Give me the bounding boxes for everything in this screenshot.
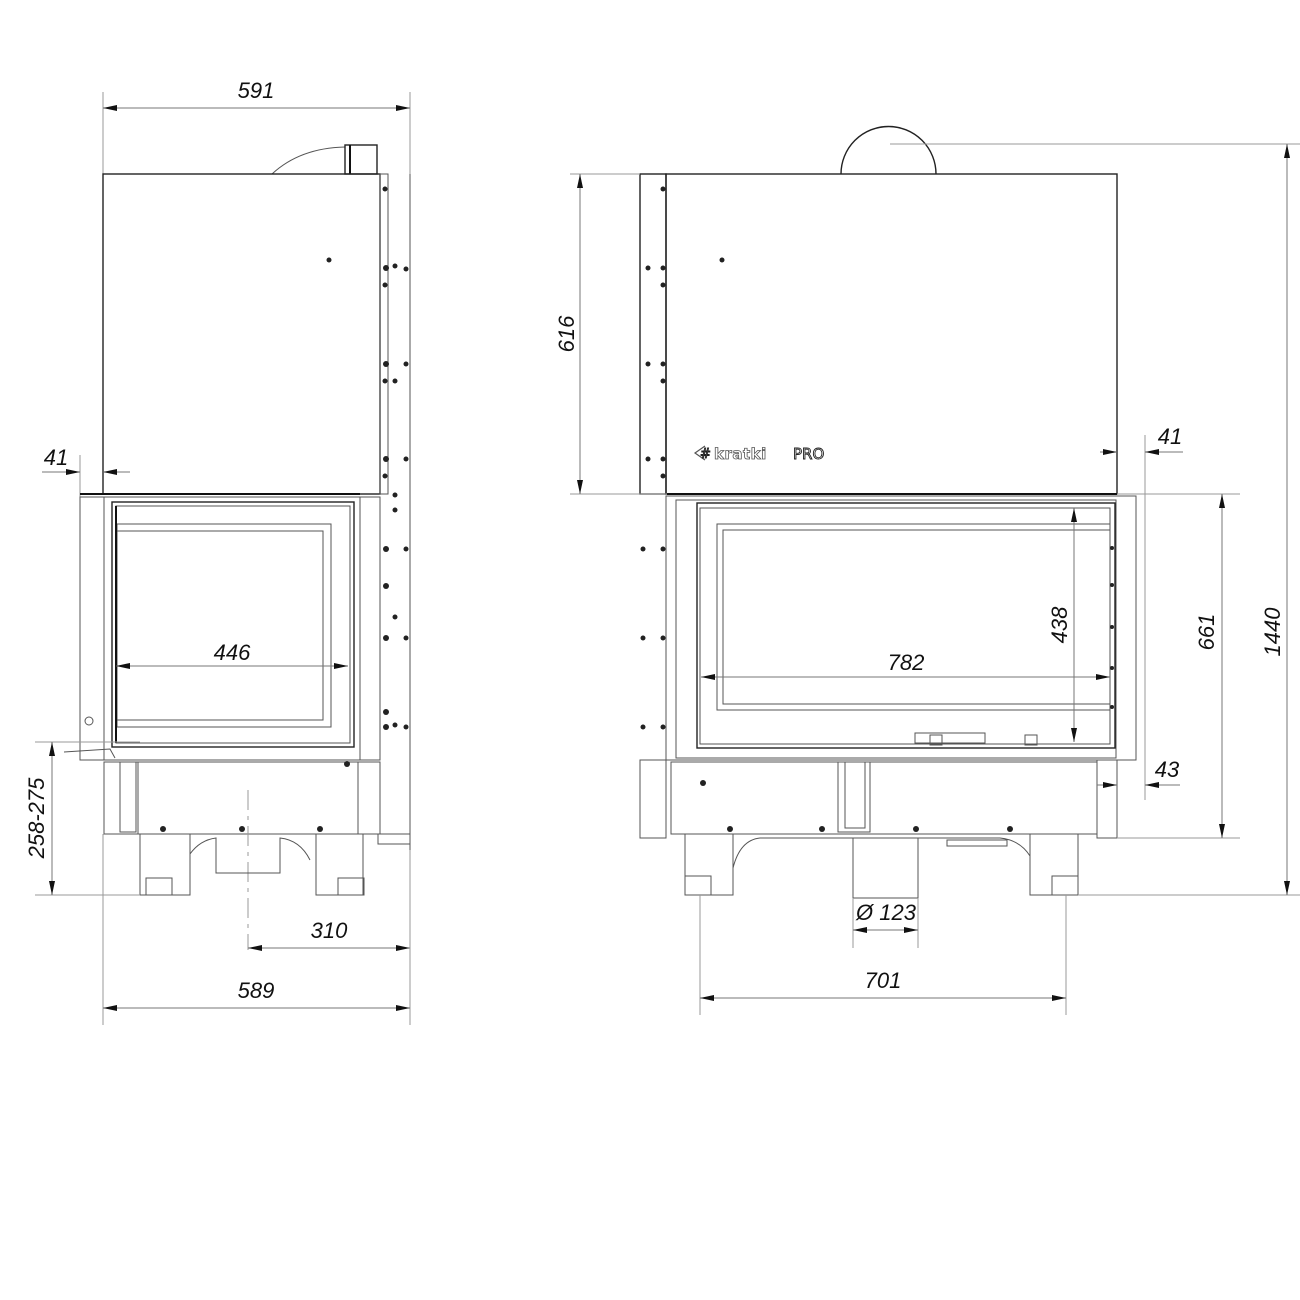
svg-text:#: #: [700, 447, 711, 462]
dimension-43: 43: [1097, 757, 1180, 788]
side-base: [103, 761, 411, 950]
dimension-589: 589: [102, 834, 411, 1025]
dimension-591: 591: [102, 78, 411, 175]
dimension-label-701: 701: [865, 968, 902, 993]
dimension-label-123: Ø 123: [855, 900, 917, 925]
dimension-label-258-275: 258-275: [24, 777, 49, 860]
logo-name: kratki: [714, 445, 767, 463]
dimension-label-589: 589: [238, 978, 275, 1003]
dimension-label-591: 591: [238, 78, 275, 103]
dimension-310: 310: [248, 918, 410, 951]
front-door: [665, 493, 1137, 761]
dimension-616: 616: [554, 173, 1240, 495]
dimension-flue-diameter: Ø 123: [852, 898, 919, 948]
front-left-screws: [640, 186, 666, 730]
front-view: # kratki PRO 616 41: [554, 125, 1300, 1015]
logo-suffix: PRO: [793, 445, 824, 463]
side-door: [63, 493, 381, 761]
dimension-446: 446: [116, 640, 348, 669]
dimension-701: 701: [699, 895, 1067, 1015]
kratki-pro-logo: # kratki PRO: [693, 445, 825, 463]
dimension-label-41-front: 41: [1158, 424, 1182, 449]
side-screws: [382, 186, 409, 730]
front-right-screws: [1110, 546, 1114, 709]
dimension-1440: 1440: [1078, 144, 1300, 896]
dimension-258-275: 258-275: [24, 741, 140, 896]
dimension-41-front: 41: [1100, 424, 1183, 800]
dimension-661: 661: [1117, 494, 1240, 839]
dimension-label-616: 616: [554, 315, 579, 352]
side-upper-body: [102, 173, 381, 495]
dimension-label-438: 438: [1047, 606, 1072, 643]
dimension-label-782: 782: [888, 650, 925, 675]
front-base: [639, 759, 1118, 899]
flue-outlet: [271, 144, 378, 175]
dimension-label-43: 43: [1155, 757, 1180, 782]
side-view: 591: [24, 78, 411, 1025]
dimension-label-661: 661: [1194, 614, 1219, 651]
dimension-label-1440: 1440: [1260, 607, 1285, 657]
dimension-438: 438: [1047, 508, 1077, 742]
dimension-label-310: 310: [311, 918, 348, 943]
dimension-782: 782: [701, 650, 1110, 680]
dimension-label-446: 446: [214, 640, 251, 665]
dimension-label-41-side: 41: [44, 445, 68, 470]
front-flue-dome: [840, 125, 937, 175]
